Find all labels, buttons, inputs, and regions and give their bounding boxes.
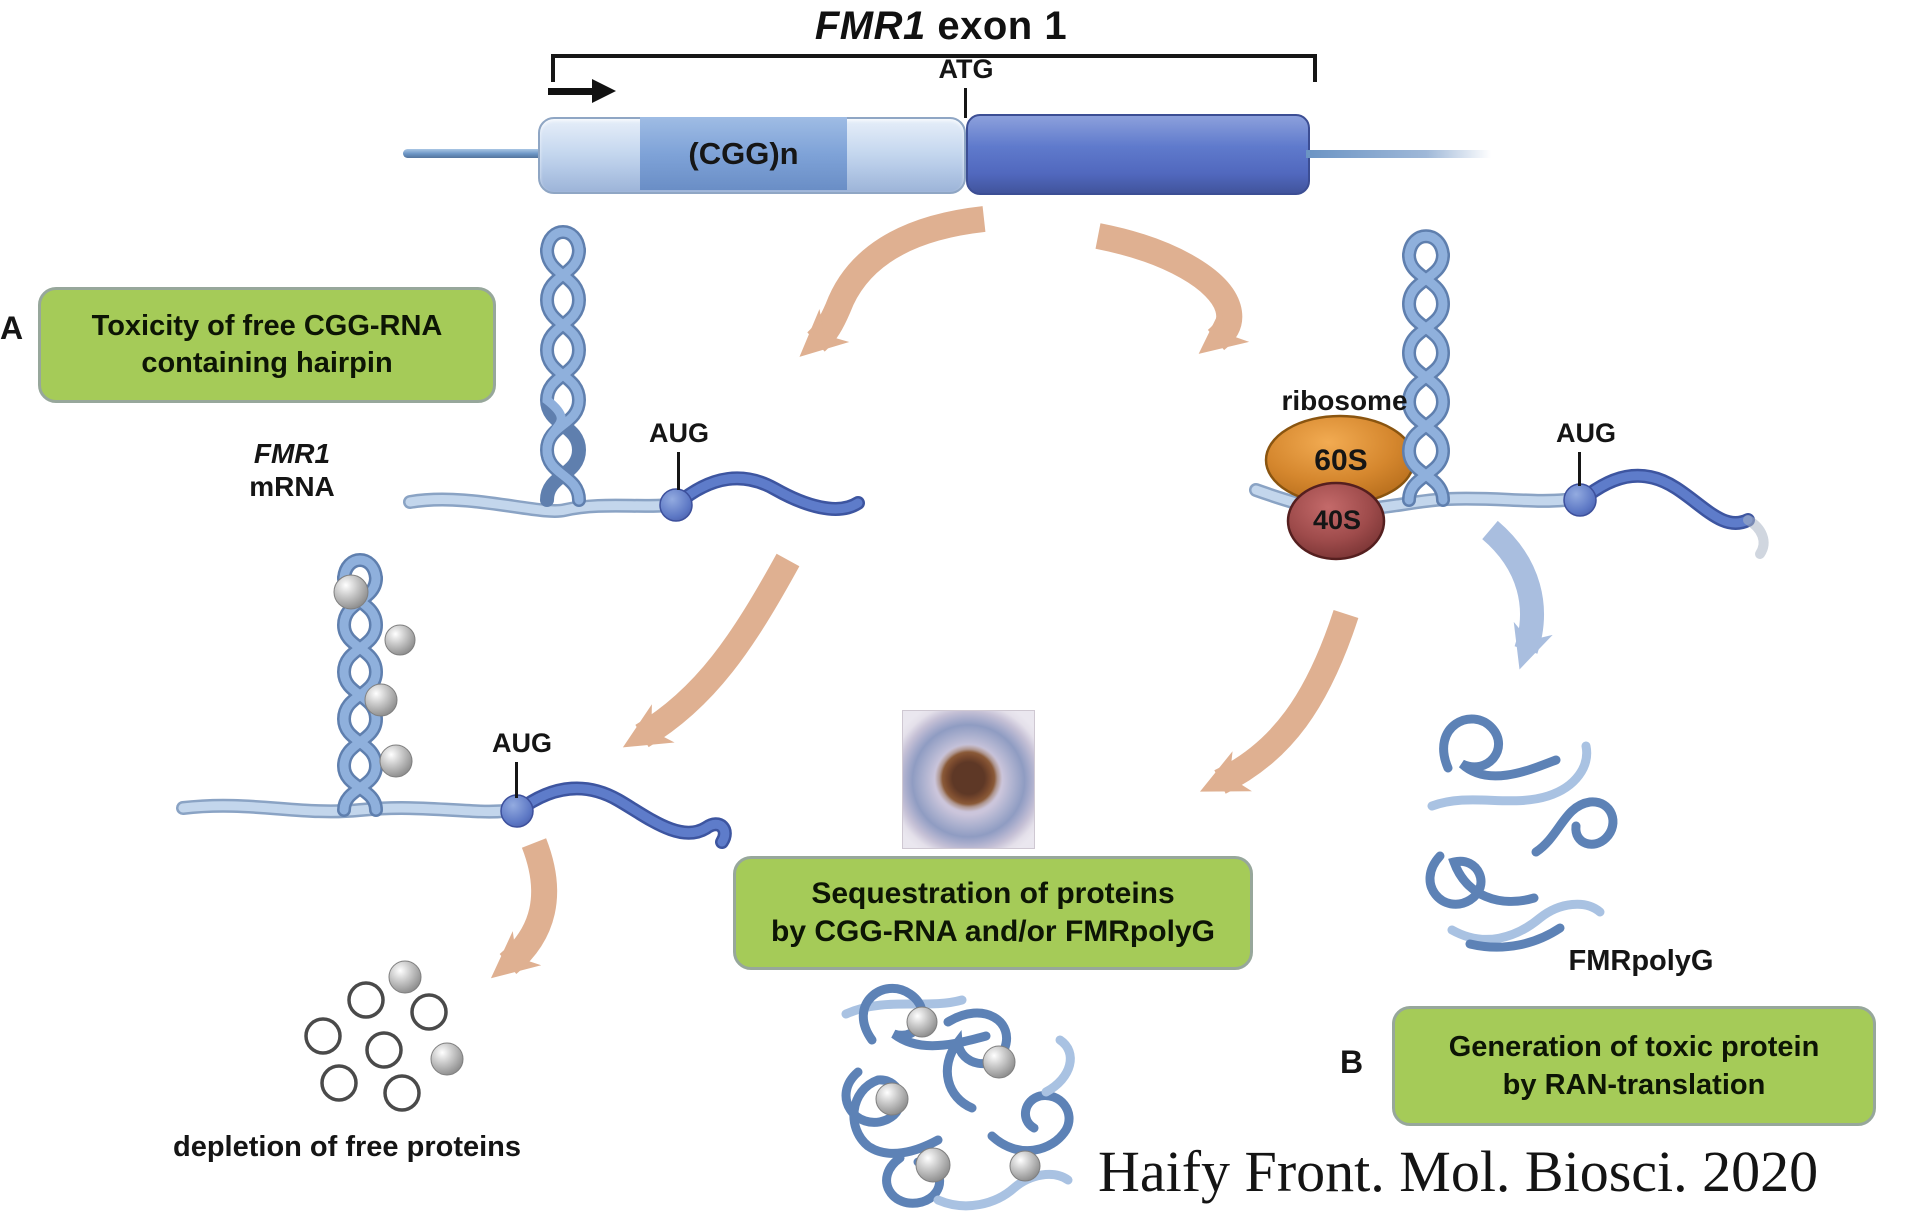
inclusion-micrograph — [902, 710, 1035, 849]
hairpin-b — [1401, 229, 1451, 507]
hairpin-a2 — [336, 553, 384, 817]
ribosome-60s-label: 60S — [1314, 444, 1368, 477]
transcription-start-arrow — [548, 88, 594, 95]
flow-arrows-tan — [490, 206, 1359, 979]
sequestration-callout-box: Sequestration of proteins by CGG-RNA and… — [733, 856, 1253, 970]
aug-label-a: AUG — [649, 418, 709, 448]
citation: Haify Front. Mol. Biosci. 2020 — [1098, 1139, 1819, 1204]
gene-flank-line-right — [1306, 150, 1491, 158]
fmrpolyg-label: FMRpolyG — [1568, 945, 1714, 977]
atg-tick — [964, 88, 967, 118]
exon1-bracket — [551, 54, 1317, 82]
aug-label-a2: AUG — [492, 728, 552, 758]
panel-a-label: A — [0, 310, 24, 346]
sequestered-protein-spheres — [875, 1006, 1041, 1183]
mrna-b-coding — [1575, 468, 1769, 559]
toxicity-line1: Toxicity of free CGG-RNA — [91, 310, 443, 342]
hairpin-a — [539, 225, 587, 507]
arrow-to-depletion — [490, 838, 558, 979]
arrow-mrna-to-sequestered — [622, 553, 800, 748]
aug-tick-a2 — [515, 762, 518, 798]
utr-region-box: (CGG)n — [538, 117, 966, 194]
mrna-a2 — [176, 781, 732, 849]
cgg-label: (CGG)n — [688, 135, 799, 171]
arrow-gene-to-hairpin — [799, 206, 986, 357]
ribosome-label: ribosome — [1281, 385, 1408, 416]
gene-title-rest: exon 1 — [925, 4, 1068, 48]
fmr1-mrna-word: mRNA — [249, 471, 335, 502]
aug-label-b: AUG — [1556, 418, 1616, 448]
coding-region-box — [966, 114, 1310, 195]
aug-a-dot — [659, 488, 693, 522]
arrow-gene-to-ribosome — [1095, 223, 1250, 354]
depletion-label: depletion of free proteins — [172, 1131, 522, 1163]
sequestration-line1: Sequestration of proteins — [811, 877, 1175, 910]
fmr1-mrna-label: FMR1 mRNA — [232, 437, 352, 503]
fmrpolyg-aggregate — [1425, 714, 1618, 952]
aug-tick-b — [1578, 452, 1581, 486]
toxicity-line2: containing hairpin — [141, 347, 393, 379]
gene-title-italic: FMR1 — [814, 4, 926, 48]
gene-flank-line-left — [403, 149, 543, 158]
ran-translation-callout-box: Generation of toxic protein by RAN-trans… — [1392, 1006, 1876, 1126]
aug-2-dot — [500, 794, 534, 828]
gene-title: FMR1 exon 1 — [756, 4, 1126, 49]
aug-b-dot — [1563, 483, 1597, 517]
fmr1-mrna-gene: FMR1 — [253, 438, 331, 469]
sequestration-line2: by CGG-RNA and/or FMRpolyG — [771, 915, 1215, 948]
aug-tick-a — [677, 452, 680, 490]
panel-b-label: B — [1340, 1044, 1364, 1080]
transcription-start-arrowhead-icon — [592, 79, 616, 103]
ribosome-40s — [1286, 481, 1386, 561]
bound-protein-spheres — [333, 574, 416, 778]
ran-line1: Generation of toxic protein — [1448, 1031, 1820, 1063]
toxicity-callout-box: Toxicity of free CGG-RNA containing hair… — [38, 287, 496, 403]
cgg-repeat-segment: (CGG)n — [640, 117, 847, 190]
arrow-ribosome-to-fmrpolyg — [1481, 520, 1553, 670]
ribosome-40s-label: 40S — [1312, 505, 1362, 535]
mrna-a — [403, 471, 865, 518]
atg-label: ATG — [938, 54, 994, 84]
free-protein-circles — [304, 960, 464, 1112]
ran-line2: by RAN-translation — [1502, 1069, 1766, 1101]
arrow-ribosome-to-sequestration — [1199, 609, 1359, 794]
